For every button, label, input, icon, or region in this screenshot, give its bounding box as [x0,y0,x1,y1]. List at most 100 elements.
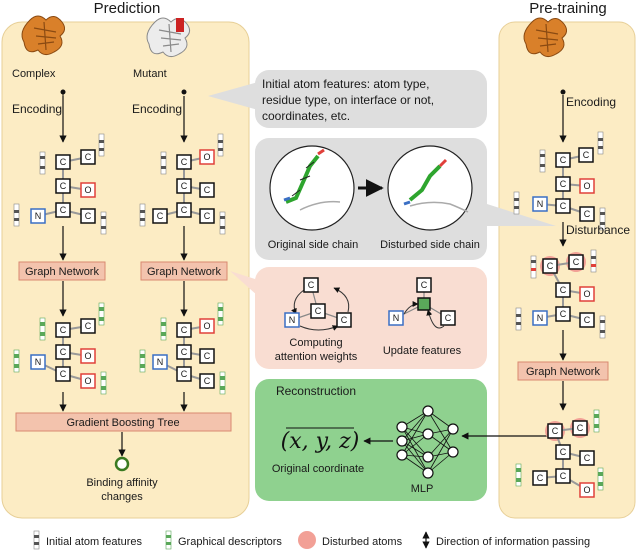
svg-text:C: C [445,313,452,323]
svg-text:C: C [60,205,67,215]
svg-text:C: C [560,179,567,189]
svg-text:C: C [85,211,92,221]
svg-text:N: N [35,357,42,367]
pretrain-graph-initial: C C C O C N C [513,131,606,231]
svg-text:C: C [560,447,567,457]
svg-text:C: C [577,423,584,433]
gradient-boosting-tree-label: Gradient Boosting Tree [66,417,179,429]
complex-graph-updated: C C C O C N O [13,302,107,395]
disturbed-sidechain-molecule-icon [403,158,469,213]
svg-text:O: O [583,485,590,495]
attention-callout-pointer [230,271,258,296]
svg-text:C: C [181,325,188,335]
mutant-protein-icon [146,17,191,58]
svg-text:N: N [537,199,544,209]
features-line1: Initial atom features: atom type, [262,77,429,91]
original-coordinate-label: Original coordinate [272,463,364,475]
original-sidechain-label: Original side chain [268,239,359,251]
pretrain-graph-network-box [517,361,609,381]
svg-text:N: N [537,313,544,323]
pretrain-graph-disturbed: C C C O C N C [515,249,606,339]
svg-text:C: C [181,205,188,215]
mutation-site-icon [176,18,184,32]
svg-text:C: C [560,309,567,319]
mlp-network-icon [396,405,459,479]
mutant-graph-initial: C O C C C C C [139,133,226,235]
svg-text:C: C [583,150,590,160]
legend-graphical-icon [165,530,172,550]
svg-text:C: C [584,209,591,219]
features-callout-pointer [208,82,258,110]
svg-text:C: C [573,257,580,267]
pretrain-encoding-label: Encoding [566,95,616,109]
svg-text:O: O [84,376,91,386]
svg-text:C: C [60,369,67,379]
attention-graph-left: C C N C [284,277,352,331]
features-line2: residue type, on interface or not, [262,93,434,107]
svg-text:C: C [537,473,544,483]
complex-label: Complex [12,68,56,80]
disturbed-sidechain-circle [387,145,473,231]
attention-left-line2: attention weights [275,351,358,363]
attention-left-line1: Computing [289,337,342,349]
svg-text:O: O [583,289,590,299]
svg-text:C: C [181,369,188,379]
svg-text:C: C [341,315,348,325]
svg-text:C: C [584,315,591,325]
mutant-label: Mutant [133,68,167,80]
svg-text:C: C [85,321,92,331]
pretraining-title: Pre-training [529,0,607,17]
attention-right-label: Update features [383,345,462,357]
svg-text:C: C [560,155,567,165]
svg-text:C: C [204,185,211,195]
legend-initial-icon [33,530,40,550]
legend-disturbed-icon [298,531,316,549]
binding-affinity-line2: changes [101,491,143,503]
complex-graph-network-label: Graph Network [25,266,99,278]
svg-text:C: C [315,306,322,316]
svg-text:N: N [393,313,400,323]
svg-text:C: C [181,181,188,191]
svg-text:N: N [289,315,296,325]
svg-text:C: C [181,157,188,167]
mutant-graph-network-box [140,261,228,281]
complex-protein-icon [21,15,66,56]
svg-text:C: C [560,201,567,211]
prediction-panel [1,21,250,519]
svg-text:C: C [584,453,591,463]
svg-text:O: O [84,185,91,195]
pretrain-graph-network-label: Graph Network [526,366,600,378]
original-sidechain-circle [269,145,355,231]
svg-text:O: O [583,181,590,191]
svg-text:C: C [60,181,67,191]
disturbance-label: Disturbance [566,223,630,237]
output-node-icon [114,456,130,472]
svg-text:C: C [308,280,315,290]
svg-text:C: C [85,152,92,162]
binding-affinity-line1: Binding affinity [86,477,158,489]
svg-text:C: C [560,471,567,481]
mutant-graph-updated: C O C C C N C [139,302,226,395]
svg-text:C: C [60,157,67,167]
disturbed-sidechain-label: Disturbed side chain [380,239,480,251]
svg-text:C: C [552,426,559,436]
legend-graphical-label: Graphical descriptors [178,536,282,548]
svg-text:C: C [157,211,164,221]
svg-text:C: C [204,351,211,361]
svg-text:O: O [84,351,91,361]
reconstruction-title: Reconstruction [276,384,356,398]
original-sidechain-molecule-icon [283,148,341,211]
svg-text:C: C [60,325,67,335]
complex-encoding-label: Encoding [12,102,62,116]
legend: Initial atom features Graphical descript… [33,530,590,550]
features-line3: coordinates, etc. [262,109,350,123]
svg-text:C: C [181,347,188,357]
sidechain-callout-pointer [487,204,556,226]
pretrain-protein-icon [523,17,568,58]
legend-disturbed-label: Disturbed atoms [322,536,403,548]
legend-direction-label: Direction of information passing [436,536,590,548]
svg-text:N: N [157,357,164,367]
prediction-title: Prediction [94,0,161,17]
coordinate-formula: (x, y, z) [281,429,360,454]
